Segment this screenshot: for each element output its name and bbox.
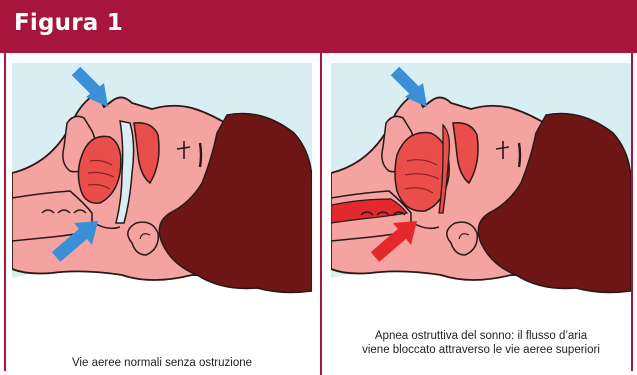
illustration-obstructed-airway xyxy=(331,63,631,308)
figure-title: Figura 1 xyxy=(14,10,123,36)
illustration-normal-airway xyxy=(12,63,312,308)
caption-obstructed-airway: Apnea ostruttiva del sonno: il flusso d’… xyxy=(331,329,631,357)
figure-header: Figura 1 xyxy=(0,0,637,53)
normal-airway-drawing xyxy=(12,63,312,308)
obstructed-airway-drawing xyxy=(331,63,631,308)
eyebrow-mark xyxy=(519,143,520,167)
caption-line: Vie aeree normali senza ostruzione xyxy=(12,356,312,370)
caption-normal-airway: Vie aeree normali senza ostruzione xyxy=(12,356,312,370)
caption-line: viene bloccato attraverso le vie aeree s… xyxy=(331,343,631,357)
caption-line: Apnea ostruttiva del sonno: il flusso d’… xyxy=(331,329,631,343)
eyebrow-mark xyxy=(200,143,201,167)
panel-divider xyxy=(320,53,322,375)
